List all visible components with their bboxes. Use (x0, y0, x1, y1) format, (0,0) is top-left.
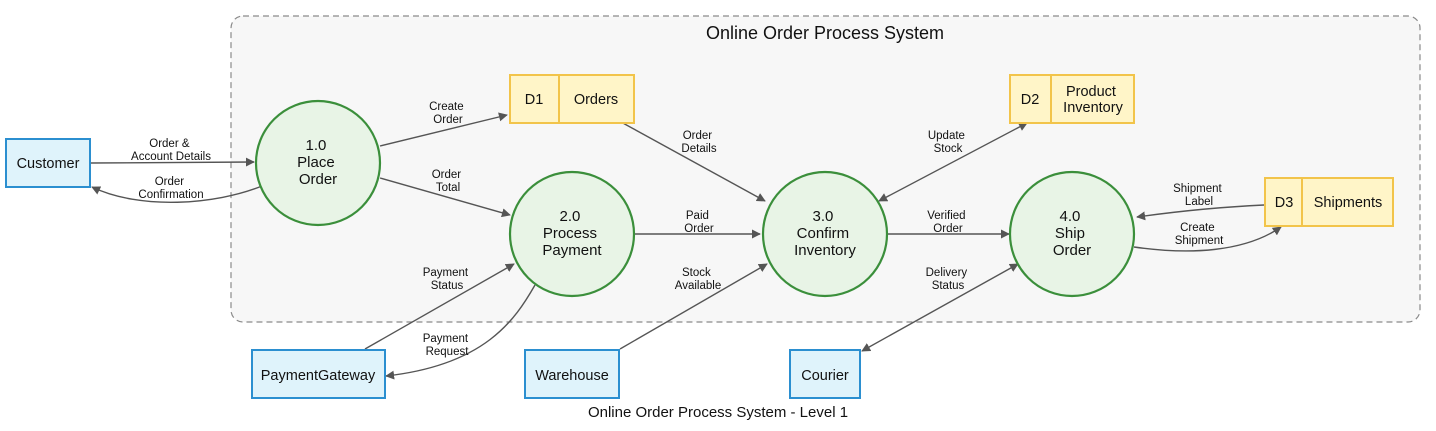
store-orders-id: D1 (525, 92, 544, 108)
flow-delivery-status (861, 263, 1019, 352)
entity-payment-gateway: PaymentGateway (251, 349, 386, 399)
process-ship-order: 4.0 Ship Order (1008, 170, 1136, 298)
diagram-title: Online Order Process System (706, 23, 944, 43)
flow-create-shipment (1133, 226, 1282, 252)
store-shipments: D3 Shipments (1264, 177, 1394, 227)
store-product-inventory-name: Product Inventory (1063, 84, 1123, 116)
flow-label-update-stock: Update Stock (928, 130, 968, 155)
entity-customer-label: Customer (17, 156, 80, 172)
store-product-inventory: D2 Product Inventory (1009, 74, 1135, 124)
process-ship-order-label: 4.0 Ship Order (1053, 208, 1091, 259)
entity-warehouse-label: Warehouse (535, 368, 609, 384)
store-orders-name: Orders (574, 92, 618, 108)
flow-create-order (379, 112, 508, 147)
flow-label-order-details: Order Details (681, 130, 716, 155)
process-process-payment: 2.0 Process Payment (508, 170, 636, 298)
flow-order-confirmation (91, 185, 263, 203)
flow-label-verified-order: Verified Order (927, 210, 969, 235)
flow-update-stock (878, 122, 1028, 202)
flow-label-paid-order: Paid Order (684, 210, 714, 235)
flow-order-total (379, 177, 511, 218)
flow-stock-available (619, 263, 768, 350)
flow-label-delivery-status: Delivery Status (926, 267, 971, 292)
flow-label-stock-available: Stock Available (675, 267, 721, 292)
store-product-inventory-id: D2 (1021, 92, 1040, 108)
store-orders: D1 Orders (509, 74, 635, 124)
flow-label-payment-request: Payment Request (423, 333, 472, 358)
flow-label-create-shipment: Create Shipment (1175, 222, 1224, 247)
entity-payment-gateway-label: PaymentGateway (261, 368, 376, 384)
flow-label-shipment-label: Shipment Label (1173, 183, 1225, 208)
process-process-payment-label: 2.0 Process Payment (542, 208, 602, 259)
flow-label-create-order: Create Order (429, 101, 467, 126)
flow-payment-status (364, 263, 515, 350)
entity-courier: Courier (789, 349, 861, 399)
process-confirm-inventory-label: 3.0 Confirm Inventory (794, 208, 856, 259)
flow-label-payment-status: Payment Status (423, 267, 472, 292)
flow-payment-request (385, 284, 536, 380)
process-place-order-label: 1.0 Place Order (297, 137, 339, 188)
store-shipments-name: Shipments (1314, 195, 1383, 211)
flow-order-account (90, 157, 255, 167)
flow-shipment-label (1136, 204, 1265, 221)
flow-order-details (620, 121, 766, 202)
flow-label-order-total: Order Total (432, 169, 465, 194)
entity-courier-label: Courier (801, 368, 849, 384)
flow-label-order-account: Order & Account Details (131, 138, 211, 163)
flow-label-order-confirmation: Order Confirmation (138, 176, 203, 201)
store-shipments-id: D3 (1275, 195, 1294, 211)
process-confirm-inventory: 3.0 Confirm Inventory (761, 170, 889, 298)
diagram-caption: Online Order Process System - Level 1 (588, 404, 848, 421)
entity-warehouse: Warehouse (524, 349, 620, 399)
entity-customer: Customer (5, 138, 91, 188)
process-place-order: 1.0 Place Order (254, 99, 382, 227)
